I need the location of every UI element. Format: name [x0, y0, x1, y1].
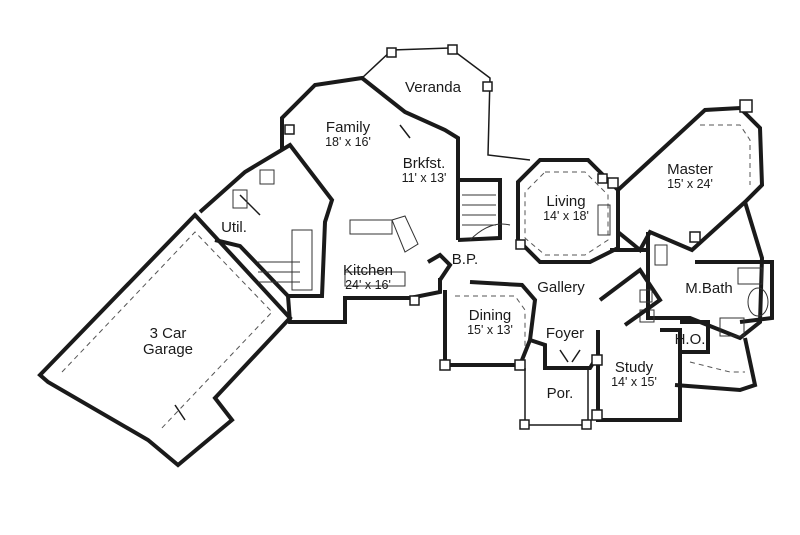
room-label-porch: Por. [547, 386, 574, 402]
room-name: Brkfst. [402, 155, 446, 172]
room-label-dining: Dining 15' x 13' [467, 308, 513, 337]
room-dimensions: 24' x 16' [345, 277, 391, 292]
room-label-kitchen: Kitchen 24' x 16' [343, 263, 393, 292]
foyer-walls [529, 338, 600, 370]
room-label-family: Family 18' x 16' [325, 120, 371, 149]
room-name: Por. [546, 385, 574, 402]
room-name: Foyer [545, 325, 585, 342]
room-label-home-office: H.O. [675, 332, 706, 348]
room-dimensions: 15' x 13' [467, 322, 513, 337]
room-name: Util. [221, 219, 247, 236]
room-name: M.Bath [685, 280, 733, 297]
room-label-utility: Util. [221, 220, 247, 236]
room-name: Family [325, 119, 371, 136]
room-name: Gallery [537, 279, 585, 296]
room-dimensions: 18' x 16' [325, 134, 371, 149]
room-dimensions: 14' x 15' [611, 374, 657, 389]
room-label-foyer: Foyer [546, 326, 584, 342]
room-dimensions: 11' x 13' [401, 170, 447, 185]
porch-outline [519, 368, 592, 430]
study-walls [591, 328, 682, 422]
room-label-breakfast: Brkfst. 11' x 13' [402, 156, 447, 185]
main-stairs [457, 178, 511, 242]
room-name: Master [667, 161, 713, 178]
room-name: Living [546, 193, 586, 210]
family-kitchen-walls [280, 75, 460, 324]
garage-walls [37, 212, 293, 468]
room-label-veranda: Veranda [405, 80, 461, 96]
room-dimensions: 15' x 24' [667, 176, 713, 191]
living-walls [515, 158, 620, 264]
utility-walls [198, 142, 335, 298]
room-label-gallery: Gallery [537, 280, 585, 296]
room-label-butler-pantry: B.P. [452, 252, 478, 268]
room-name: 3 Car [149, 325, 187, 342]
room-label-master: Master 15' x 24' [667, 162, 713, 191]
room-label-master-bath: M.Bath [685, 281, 733, 297]
room-dimensions: 14' x 18' [543, 208, 589, 223]
veranda-outline [361, 44, 531, 161]
home-office-walls [674, 320, 758, 393]
room-name: B.P. [451, 251, 479, 268]
room-label-study: Study 14' x 15' [611, 360, 657, 389]
room-name-line-2: Garage [142, 340, 194, 358]
master-bath-walls [598, 201, 774, 341]
room-label-living: Living 14' x 18' [543, 194, 589, 223]
room-name: H.O. [674, 331, 706, 348]
room-name: Dining [468, 307, 512, 324]
room-label-garage: 3 Car Garage [143, 326, 193, 358]
room-name: Kitchen [342, 262, 394, 279]
room-name: Study [614, 359, 654, 376]
room-name: Veranda [405, 79, 461, 96]
